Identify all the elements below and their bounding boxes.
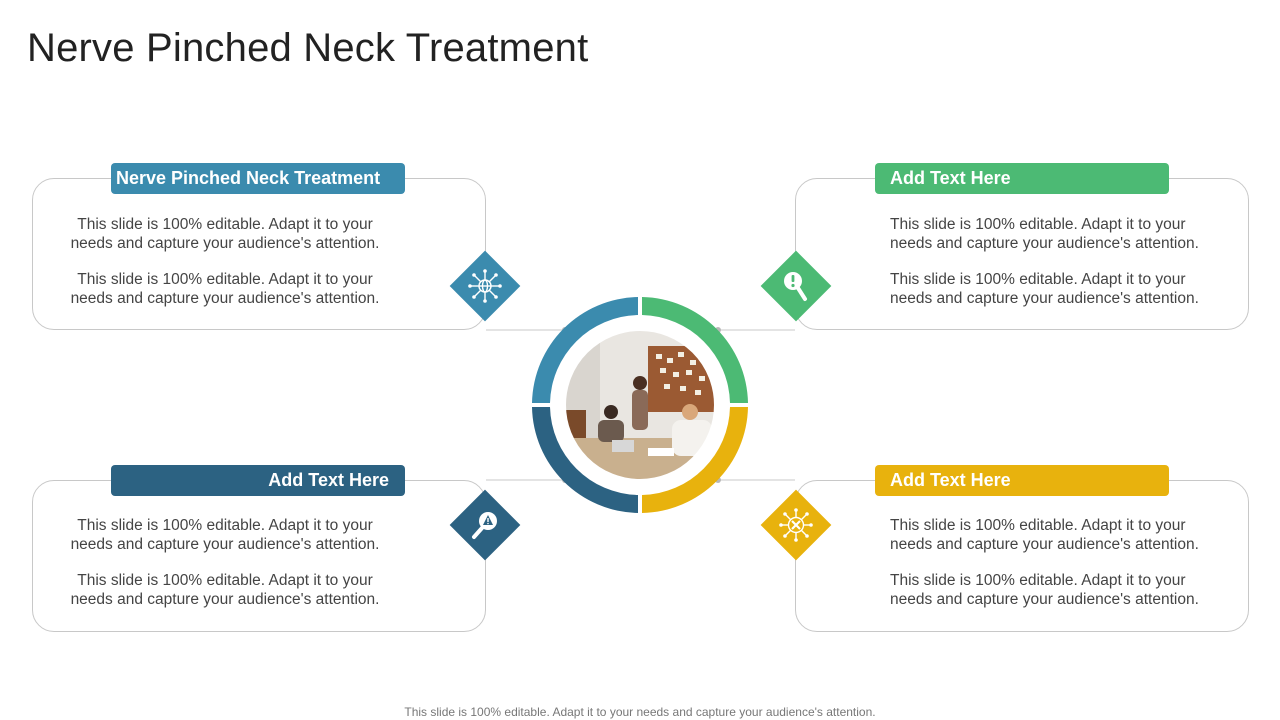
footer-note: This slide is 100% editable. Adapt it to… [404, 705, 876, 719]
card-top-right-text: This slide is 100% editable. Adapt it to… [890, 215, 1230, 308]
paragraph: This slide is 100% editable. Adapt it to… [70, 216, 380, 252]
exclamation-magnifier-icon [784, 272, 807, 301]
connector-lines [486, 329, 795, 481]
card-top-right [795, 178, 1249, 330]
tools-network-icon [779, 508, 813, 542]
card-bottom-right-text: This slide is 100% editable. Adapt it to… [890, 516, 1230, 609]
paragraph: This slide is 100% editable. Adapt it to… [890, 271, 1199, 307]
paragraph: This slide is 100% editable. Adapt it to… [890, 572, 1199, 608]
card-bottom-left-text: This slide is 100% editable. Adapt it to… [55, 516, 395, 609]
paragraph: This slide is 100% editable. Adapt it to… [890, 216, 1199, 252]
ring-segment-yellow [642, 407, 748, 513]
card-bottom-left-label: Add Text Here [111, 465, 405, 496]
card-bottom-right [795, 480, 1249, 632]
card-bottom-left [32, 480, 486, 632]
globe-network-icon [468, 269, 502, 303]
card-top-left-label: Nerve Pinched Neck Treatment [111, 163, 405, 194]
card-top-left-text: This slide is 100% editable. Adapt it to… [55, 215, 395, 308]
card-top-left [32, 178, 486, 330]
team-meeting-photo [565, 330, 715, 480]
ring-segment-blue [532, 297, 638, 403]
card-top-right-label: Add Text Here [875, 163, 1169, 194]
ring-segment-navy [532, 407, 638, 513]
paragraph: This slide is 100% editable. Adapt it to… [70, 517, 380, 553]
card-bottom-right-label: Add Text Here [875, 465, 1169, 496]
slide-title: Nerve Pinched Neck Treatment [27, 26, 589, 70]
ring-segment-green [642, 297, 748, 403]
warning-magnifier-icon [472, 512, 497, 539]
paragraph: This slide is 100% editable. Adapt it to… [890, 517, 1199, 553]
paragraph: This slide is 100% editable. Adapt it to… [70, 271, 380, 307]
paragraph: This slide is 100% editable. Adapt it to… [70, 572, 380, 608]
